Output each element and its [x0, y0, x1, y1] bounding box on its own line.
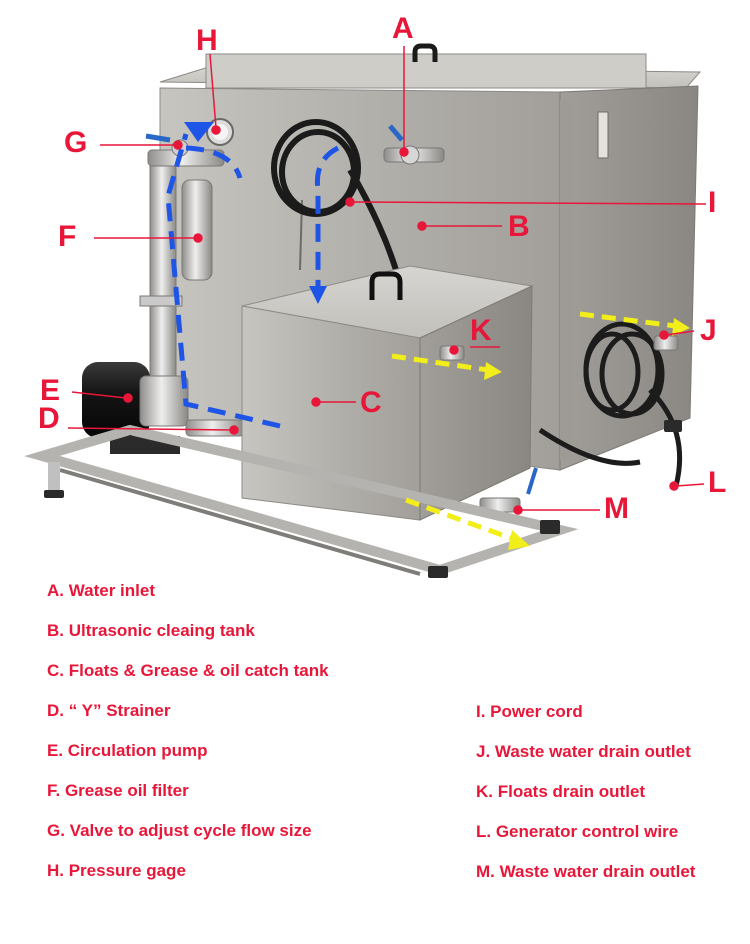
callout-g: G	[64, 126, 88, 159]
legend-item-e: E. Circulation pump	[47, 741, 208, 760]
legend-item-k: K. Floats drain outlet	[476, 782, 646, 801]
callout-i: I	[708, 186, 717, 219]
machine-illustration	[24, 43, 707, 578]
flow-arrowhead-down	[309, 286, 327, 304]
callout-c: C	[360, 386, 382, 419]
legend-item-j: J. Waste water drain outlet	[476, 742, 691, 761]
legend-item-h: H. Pressure gage	[47, 861, 186, 880]
drain-arrowhead-m	[508, 530, 530, 550]
callout-b: B	[508, 210, 530, 243]
callout-f: F	[58, 220, 77, 253]
circulation-pump	[82, 362, 189, 454]
flow-arrowhead-top	[184, 122, 214, 142]
legend-item-m: M. Waste water drain outlet	[476, 862, 696, 881]
callout-m: M	[604, 492, 629, 525]
catch-tank	[241, 265, 538, 521]
circulation-flow-arrows	[165, 133, 340, 429]
legend-item-g: G. Valve to adjust cycle flow size	[47, 821, 312, 840]
callout-d: D	[38, 402, 60, 435]
drain-arrowhead-k	[484, 362, 502, 380]
legend-item-a: A. Water inlet	[47, 581, 155, 600]
legend-item-f: F. Grease oil filter	[47, 781, 189, 800]
drain-arrowhead-j	[672, 318, 690, 336]
callout-e: E	[40, 374, 61, 407]
drain-flow-arrows	[391, 311, 677, 543]
callout-h: H	[196, 24, 218, 57]
legend-item-i: I. Power cord	[476, 702, 583, 721]
leader-lines	[67, 46, 707, 515]
legend-item-l: L. Generator control wire	[476, 822, 679, 841]
legend-item-c: C. Floats & Grease & oil catch tank	[47, 661, 329, 680]
callout-a: A	[392, 12, 414, 45]
generator-control-wire	[538, 321, 683, 487]
base-frame	[24, 420, 682, 578]
callout-j: J	[700, 314, 717, 347]
legend-item-d: D. “ Y” Strainer	[47, 701, 171, 720]
callout-k: K	[470, 314, 492, 347]
legend-item-b: B. Ultrasonic cleaing tank	[47, 621, 255, 640]
callout-l: L	[708, 466, 727, 499]
